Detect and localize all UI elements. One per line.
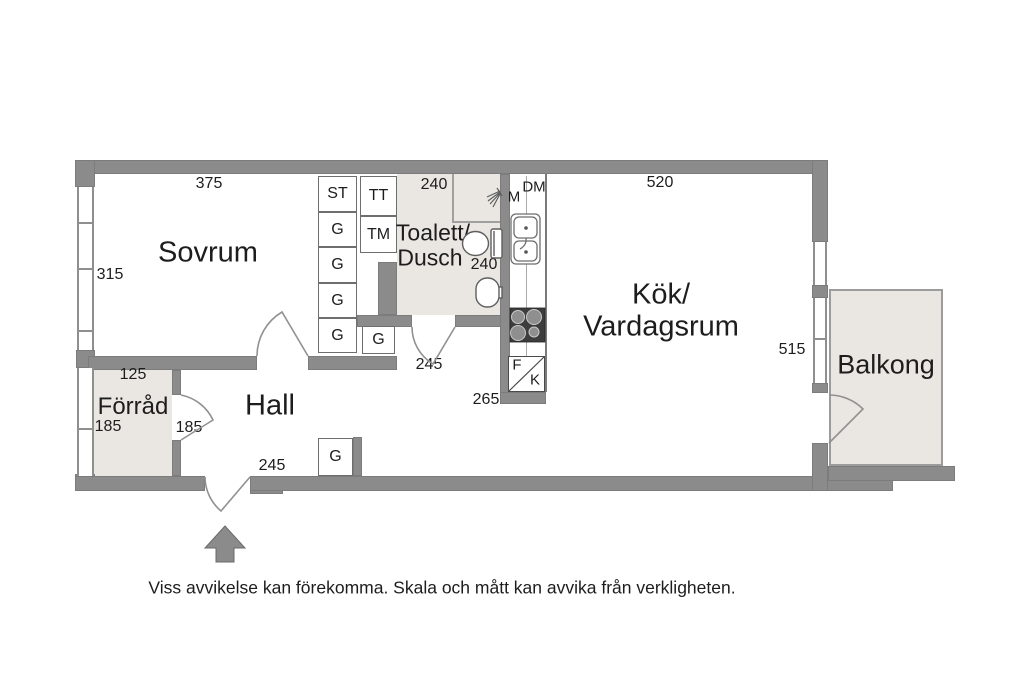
unit-tt: TT <box>360 176 397 216</box>
sovrum-window-mullion-3 <box>77 330 94 332</box>
stove-icon <box>509 307 546 343</box>
livingroom-window <box>813 242 827 285</box>
wardrobe-g4: G <box>318 318 357 353</box>
unit-tt-label: TT <box>368 187 389 204</box>
forrad-depth-dim: 185 <box>94 418 122 435</box>
wardrobe-st: ST <box>318 176 357 212</box>
closet-g-bathroom-side: G <box>362 326 395 354</box>
wall-sovrum-bottom-left <box>88 356 257 370</box>
entrance-door-icon <box>204 476 251 513</box>
sovrum-window-mullion-1 <box>77 222 94 224</box>
forrad-window-mullion <box>77 428 94 430</box>
wall-bottom-left <box>75 476 205 491</box>
balcony-label: Balkong <box>837 349 935 380</box>
bedroom-door-icon <box>256 310 309 357</box>
forrad-door-dim: 185 <box>175 419 203 436</box>
sovrum-width-dim: 375 <box>195 175 223 192</box>
wardrobe-g3-label: G <box>331 291 344 309</box>
livingroom-label-line2: Vardagsrum <box>583 310 739 343</box>
unit-tm-label: TM <box>366 225 391 243</box>
wall-bathroom-bottom-left <box>357 315 412 327</box>
wall-forrad-right-bottom <box>172 440 181 476</box>
kitchen-counter-edge <box>545 174 547 392</box>
wall-bathroom-left-stub <box>378 262 397 315</box>
forrad-floor <box>94 370 172 476</box>
wall-bathroom-bottom-right <box>455 315 510 327</box>
wall-right-stub2 <box>812 383 828 393</box>
hall-width-dim: 245 <box>258 457 286 474</box>
wall-right-bottom <box>812 443 828 491</box>
livingroom-depth-dim: 515 <box>778 341 806 358</box>
wall-sovrum-bottom-right <box>308 356 397 370</box>
unit-m-label: M <box>507 188 521 206</box>
unit-f-label: F <box>512 356 522 374</box>
kitchen-depth-dim: 265 <box>472 391 500 408</box>
shower-zone-line-vertical <box>452 174 454 222</box>
wall-forrad-right-top <box>172 370 181 395</box>
bathroom-label-line1: Toalett/ <box>395 219 471 246</box>
bathroom-door-dim: 245 <box>415 356 443 373</box>
bathroom-label-line2: Dusch <box>397 244 463 271</box>
sovrum-label: Sovrum <box>158 236 258 269</box>
wall-right-top <box>812 160 828 242</box>
balcony-side-window <box>813 298 827 383</box>
balcony-window-mullion <box>813 338 827 340</box>
wardrobe-g4-label: G <box>331 326 344 344</box>
bathroom-inner-dim: 240 <box>470 256 498 273</box>
sovrum-window-mullion-2 <box>77 268 94 270</box>
sovrum-depth-dim: 315 <box>96 266 124 283</box>
closet-g-bathroom-side-label: G <box>372 331 385 348</box>
wall-bottom-main <box>250 476 893 491</box>
wall-right-stub1 <box>812 285 828 298</box>
wall-top <box>75 160 828 174</box>
wardrobe-g1: G <box>318 212 357 247</box>
closet-g-hall: G <box>318 438 353 476</box>
wardrobe-g2: G <box>318 247 357 283</box>
unit-k-label: K <box>529 371 541 389</box>
livingroom-width-dim: 520 <box>646 174 674 191</box>
unit-tm: TM <box>360 216 397 253</box>
entrance-arrow-icon <box>203 525 247 563</box>
wall-under-fk <box>500 392 546 404</box>
forrad-width-dim: 125 <box>119 366 147 383</box>
wall-kitchen-divider <box>500 174 510 404</box>
wardrobe-g2-label: G <box>331 256 344 273</box>
kitchen-counter-inner-line <box>526 176 527 392</box>
wall-hall-g-stub <box>353 437 362 476</box>
forrad-label: Förråd <box>97 393 169 420</box>
forrad-window <box>77 368 94 476</box>
shower-zone-line-horizontal <box>452 221 500 223</box>
wall-balcony-bottom <box>828 466 955 481</box>
bathroom-width-dim: 240 <box>420 176 448 193</box>
wardrobe-g1-label: G <box>331 220 344 238</box>
unit-dm-label: DM <box>522 178 546 196</box>
wall-left-corner-top <box>75 160 95 187</box>
disclaimer-text: Viss avvikelse kan förekomma. Skala och … <box>148 577 736 598</box>
hall-label: Hall <box>245 389 295 422</box>
livingroom-label-line1: Kök/ <box>631 278 691 311</box>
closet-g-hall-label: G <box>329 448 342 465</box>
wardrobe-g3: G <box>318 283 357 318</box>
wardrobe-st-label: ST <box>327 185 348 202</box>
